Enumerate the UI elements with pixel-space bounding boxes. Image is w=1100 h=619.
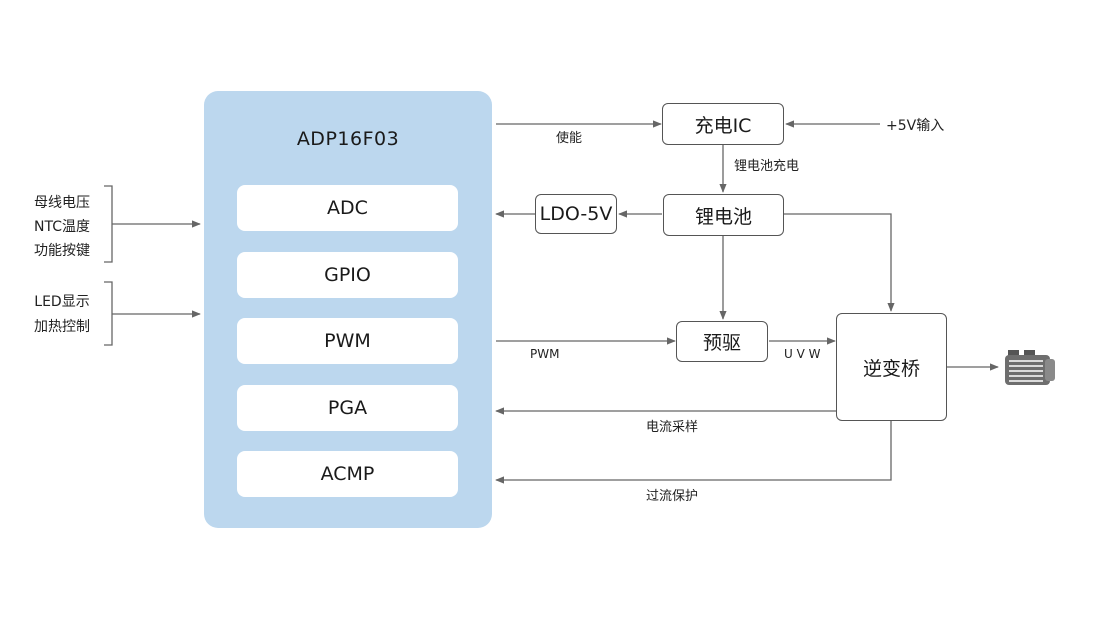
battery-charge-label: 锂电池充电 xyxy=(734,159,800,174)
charge-ic-node: 充电IC xyxy=(662,103,784,145)
battery-node: 锂电池 xyxy=(663,194,784,236)
mcu-title: ADP16F03 xyxy=(296,128,400,150)
module-pga: PGA xyxy=(237,385,458,431)
module-acmp: ACMP xyxy=(237,451,458,497)
overcurrent-protection-label: 过流保护 xyxy=(646,489,699,504)
module-adc: ADC xyxy=(237,185,458,231)
overcurrent-arrow xyxy=(495,421,892,484)
uvw-label: U V W xyxy=(784,347,821,361)
input-label-ntc-temp: NTC温度 xyxy=(34,219,90,235)
input-bracket-1 xyxy=(104,185,113,263)
supply-input-label: +5V输入 xyxy=(886,118,945,134)
module-gpio: GPIO xyxy=(237,252,458,298)
enable-label: 使能 xyxy=(556,131,583,146)
input-bracket-2 xyxy=(104,281,113,346)
ldo-node: LDO-5V xyxy=(535,194,617,234)
motor-icon xyxy=(1005,350,1055,385)
battery-to-inverter-arrow xyxy=(784,213,895,312)
input-label-bus-voltage: 母线电压 xyxy=(34,195,90,211)
module-pwm: PWM xyxy=(237,318,458,364)
pwm-label: PWM xyxy=(530,347,560,361)
input-label-function-keys: 功能按键 xyxy=(34,243,90,259)
input-label-led-display: LED显示 xyxy=(34,294,90,310)
inverter-bridge-node: 逆变桥 xyxy=(836,313,947,421)
current-sampling-label: 电流采样 xyxy=(646,420,699,435)
predriver-node: 预驱 xyxy=(676,321,768,362)
input-label-heating-control: 加热控制 xyxy=(34,319,90,335)
